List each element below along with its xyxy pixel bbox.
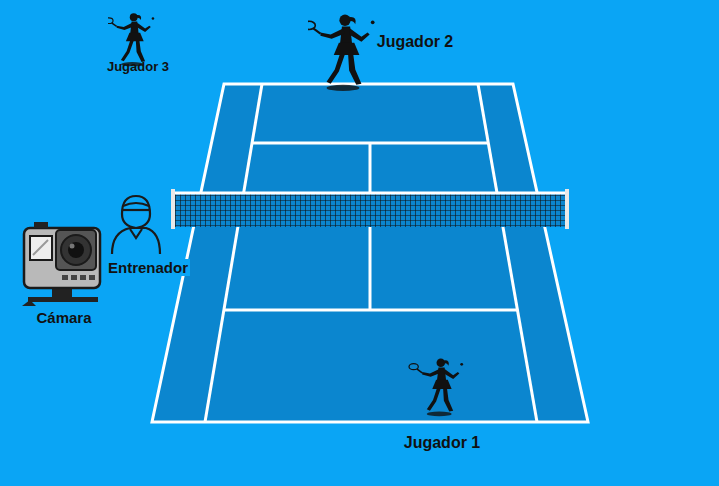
tennis-net: [171, 189, 569, 229]
player-label: Jugador 3: [107, 60, 169, 75]
coach-icon: [112, 196, 160, 254]
player-label: Jugador 2: [377, 33, 453, 51]
player-figure: [303, 15, 375, 91]
player-figure: [409, 358, 463, 416]
player-figure: [105, 13, 155, 66]
tennis-court: [152, 84, 588, 422]
player-label: Jugador 1: [404, 434, 480, 452]
coach-label: Entrenador: [106, 259, 190, 276]
camera-icon: [22, 222, 100, 306]
camera-label: Cámara: [36, 309, 91, 326]
